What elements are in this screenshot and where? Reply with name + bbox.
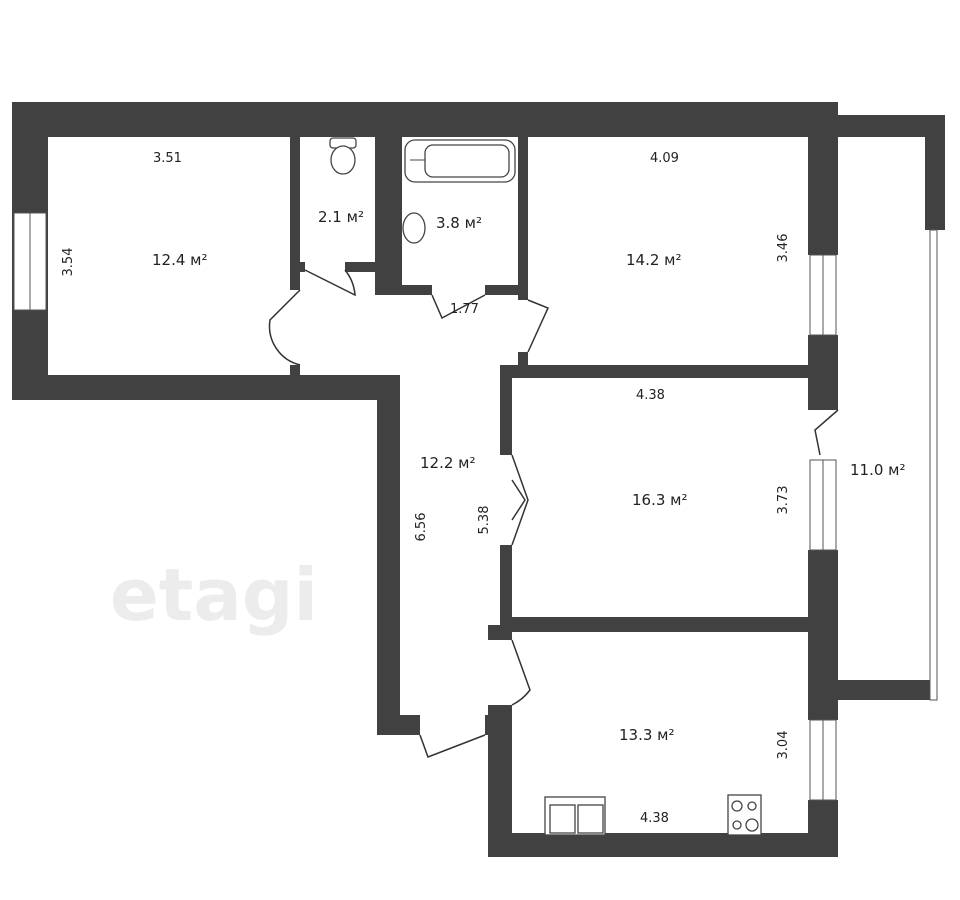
wc-area: 2.1 м² bbox=[318, 208, 364, 226]
room-1-area: 12.4 м² bbox=[152, 251, 208, 269]
room-1-depth: 3.54 bbox=[61, 248, 76, 277]
room-1-width: 3.51 bbox=[153, 151, 182, 166]
room-2-depth: 3.46 bbox=[776, 234, 791, 263]
toilet-icon bbox=[329, 137, 357, 175]
hallway-width: 5.38 bbox=[477, 506, 492, 535]
watermark: etagi bbox=[110, 553, 318, 637]
hallway-area: 12.2 м² bbox=[420, 454, 476, 472]
sink-icon bbox=[402, 212, 426, 244]
kitchen-width: 4.38 bbox=[640, 811, 669, 826]
room-2-width: 4.09 bbox=[650, 151, 679, 166]
kitchen-area: 13.3 м² bbox=[619, 726, 675, 744]
balcony-area: 11.0 м² bbox=[850, 461, 906, 479]
kitchen-sink-icon bbox=[544, 796, 606, 836]
labels: 3.51 3.54 12.4 м² 2.1 м² 3.8 м² 1.77 4.0… bbox=[61, 151, 906, 826]
room-2-area: 14.2 м² bbox=[626, 251, 682, 269]
hallway-length: 6.56 bbox=[414, 513, 429, 542]
fixtures bbox=[329, 137, 762, 836]
doors bbox=[268, 269, 839, 758]
bathroom-area: 3.8 м² bbox=[436, 214, 482, 232]
room-3-width: 4.38 bbox=[636, 388, 665, 403]
windows bbox=[13, 212, 938, 801]
room-3-depth: 3.73 bbox=[776, 486, 791, 515]
bathtub-icon bbox=[404, 139, 516, 183]
walls bbox=[12, 102, 945, 857]
bathroom-width: 1.77 bbox=[450, 302, 479, 317]
room-3-area: 16.3 м² bbox=[632, 491, 688, 509]
kitchen-depth: 3.04 bbox=[776, 731, 791, 760]
stove-icon bbox=[727, 794, 762, 836]
